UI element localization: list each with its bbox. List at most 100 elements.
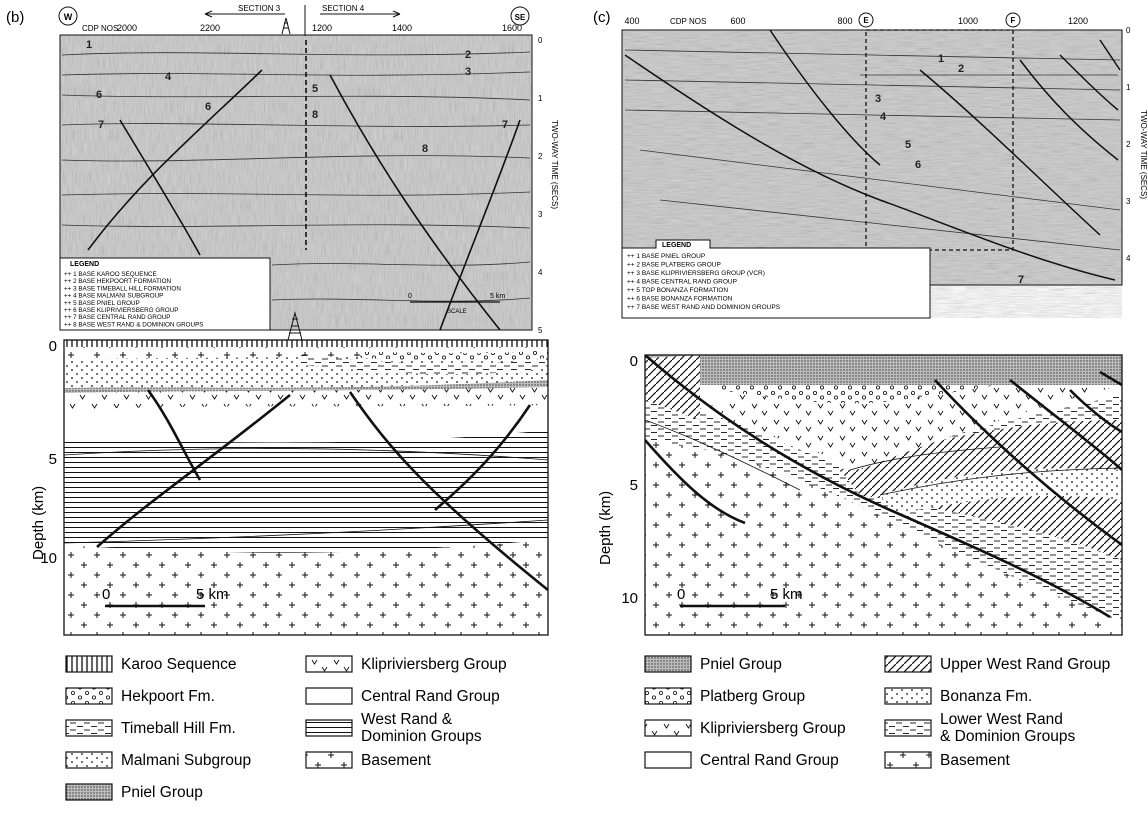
seismic-c-legend-entry: ++ 4 BASE CENTRAL RAND GROUP (627, 279, 737, 286)
depth-tick-c: 5 (630, 477, 638, 494)
horizon-marker-b: 4 (165, 71, 172, 83)
legend-b-label: Basement (361, 752, 431, 769)
pniel-b (64, 377, 548, 393)
hekpoort-b (360, 350, 548, 362)
section-b-scale-end: 5 km (196, 586, 229, 603)
cdp-tick-c: 1000 (958, 16, 978, 26)
legend-b-label: Central Rand Group (361, 688, 500, 705)
depth-axis-label-c: Depth (km) (597, 491, 614, 565)
legend-c-swatch (884, 751, 932, 769)
seismic-b-legend-entry: ++ 7 BASE CENTRAL RAND GROUP (64, 314, 171, 321)
cdp-tick-b: 2200 (200, 23, 220, 33)
depth-tick-b: 5 (49, 451, 57, 468)
horizon-marker-b: 6 (205, 101, 211, 113)
pniel-c (645, 355, 1122, 385)
section-b-frame (63, 339, 549, 636)
legend-c-label: Platberg Group (700, 688, 805, 705)
legend-c-label: Central Rand Group (700, 752, 839, 769)
compass-se (510, 6, 530, 26)
legend-b-label: Pniel Group (121, 784, 203, 801)
seismic-b-legend-entry: ++ 3 BASE TIMEBALL HILL FORMATION (64, 285, 181, 292)
horizon-marker-b: 2 (465, 49, 471, 61)
legend-b-label: Malmani Subgroup (121, 752, 251, 769)
time-tick-b: 1 (538, 94, 543, 103)
legend-c-swatch (644, 719, 692, 737)
seismic-c-legend-entry: ++ 5 TOP BONANZA FORMATION (627, 287, 728, 294)
legend-c-label: Upper West Rand Group (940, 656, 1110, 673)
derrick-icon-b-top (281, 17, 291, 35)
depth-tick-c: 10 (621, 590, 638, 607)
klipriviersberg-c (700, 360, 1122, 470)
section3-label: SECTION 3 (238, 4, 281, 13)
time-tick-c: 3 (1126, 197, 1131, 206)
seismic-b-legend-box (59, 257, 271, 331)
cdp-tick-c: 600 (730, 16, 745, 26)
section-c-scale-end: 5 km (770, 586, 803, 603)
depth-axis-label-b: Depth (km) (30, 486, 47, 560)
timeball-hill-b (300, 355, 548, 375)
seismic-c-legend-entry: ++ 7 BASE WEST RAND AND DOMINION GROUPS (627, 304, 781, 311)
karoo-b (64, 340, 548, 347)
legend-b-label: Hekpoort Fm. (121, 688, 215, 705)
bonanza-c (880, 468, 1122, 515)
seismic-c-legend-box (621, 239, 931, 319)
seismic-b-legend-title: LEGEND (70, 261, 99, 268)
seismic-c-legend-entry: ++ 1 BASE PNIEL GROUP (627, 253, 705, 260)
seismic-b-legend-entries: ++ 1 BASE KAROO SEQUENCE++ 2 BASE HEKPOO… (64, 271, 204, 328)
cdp-tick-c: 1200 (1068, 16, 1088, 26)
panel-b-label: (b) (6, 9, 24, 26)
seismic-b-legend-entry: ++ 6 BASE KLIPRIVIERSBERG GROUP (64, 307, 178, 314)
horizon-marker-c: 4 (880, 111, 887, 123)
legend-b-label: Klipriviersberg Group (361, 656, 507, 673)
cdp-label-b: CDP NOS (82, 24, 118, 33)
seismic-b-scale-caption: SCALE (447, 309, 467, 315)
horizon-marker-c: 7 (1018, 274, 1024, 286)
time-tick-c: 1 (1126, 83, 1131, 92)
derrick-icon-b (287, 311, 303, 341)
section3-arrow (204, 10, 285, 18)
horizon-marker-b: 7 (502, 119, 508, 131)
legend-b-swatch (65, 719, 113, 737)
time-axis-label-c: TWO-WAY TIME (SECS) (1139, 110, 1147, 199)
panel-b-seismic: (b) W SE SECTION 3 SECTION 4 (6, 4, 559, 335)
legend-c-label: Pniel Group (700, 656, 782, 673)
section-b-scale-start: 0 (102, 586, 110, 603)
legend-c-swatch (884, 655, 932, 673)
malmani-b (64, 352, 548, 388)
seismic-c-faults (624, 29, 1121, 281)
horizon-marker-b: 8 (312, 109, 318, 121)
legend-c-label: Basement (940, 752, 1010, 769)
depth-tick-b: 0 (49, 338, 57, 355)
seismic-b-texture (60, 35, 532, 330)
faults-b (96, 389, 548, 592)
circle-marker-label-c: E (863, 16, 869, 25)
time-tick-c: 2 (1126, 140, 1131, 149)
seismic-b-legend-entry: ++ 8 BASE WEST RAND & DOMINION GROUPS (64, 321, 204, 328)
cdp-label-c: CDP NOS (670, 17, 706, 26)
horizon-marker-c: 3 (875, 93, 881, 105)
faults-c (645, 355, 1122, 619)
circle-marker-label-c: F (1011, 16, 1016, 25)
legend-c-label: & Dominion Groups (940, 728, 1076, 745)
horizon-marker-b: 6 (96, 89, 102, 101)
seismic-c-legend-entry: ++ 2 BASE PLATBERG GROUP (627, 262, 721, 269)
cdp-tick-b: 1400 (392, 23, 412, 33)
horizon-marker-c: 1 (938, 53, 944, 65)
legend-b-swatch (305, 751, 353, 769)
section4-label: SECTION 4 (322, 4, 365, 13)
legend-c-swatch (884, 719, 932, 737)
seismic-b-scale-end: 5 km (490, 293, 505, 300)
time-tick-c: 4 (1126, 254, 1131, 263)
circle-marker-c (858, 12, 874, 28)
seismic-c-reflectors (624, 49, 1121, 251)
